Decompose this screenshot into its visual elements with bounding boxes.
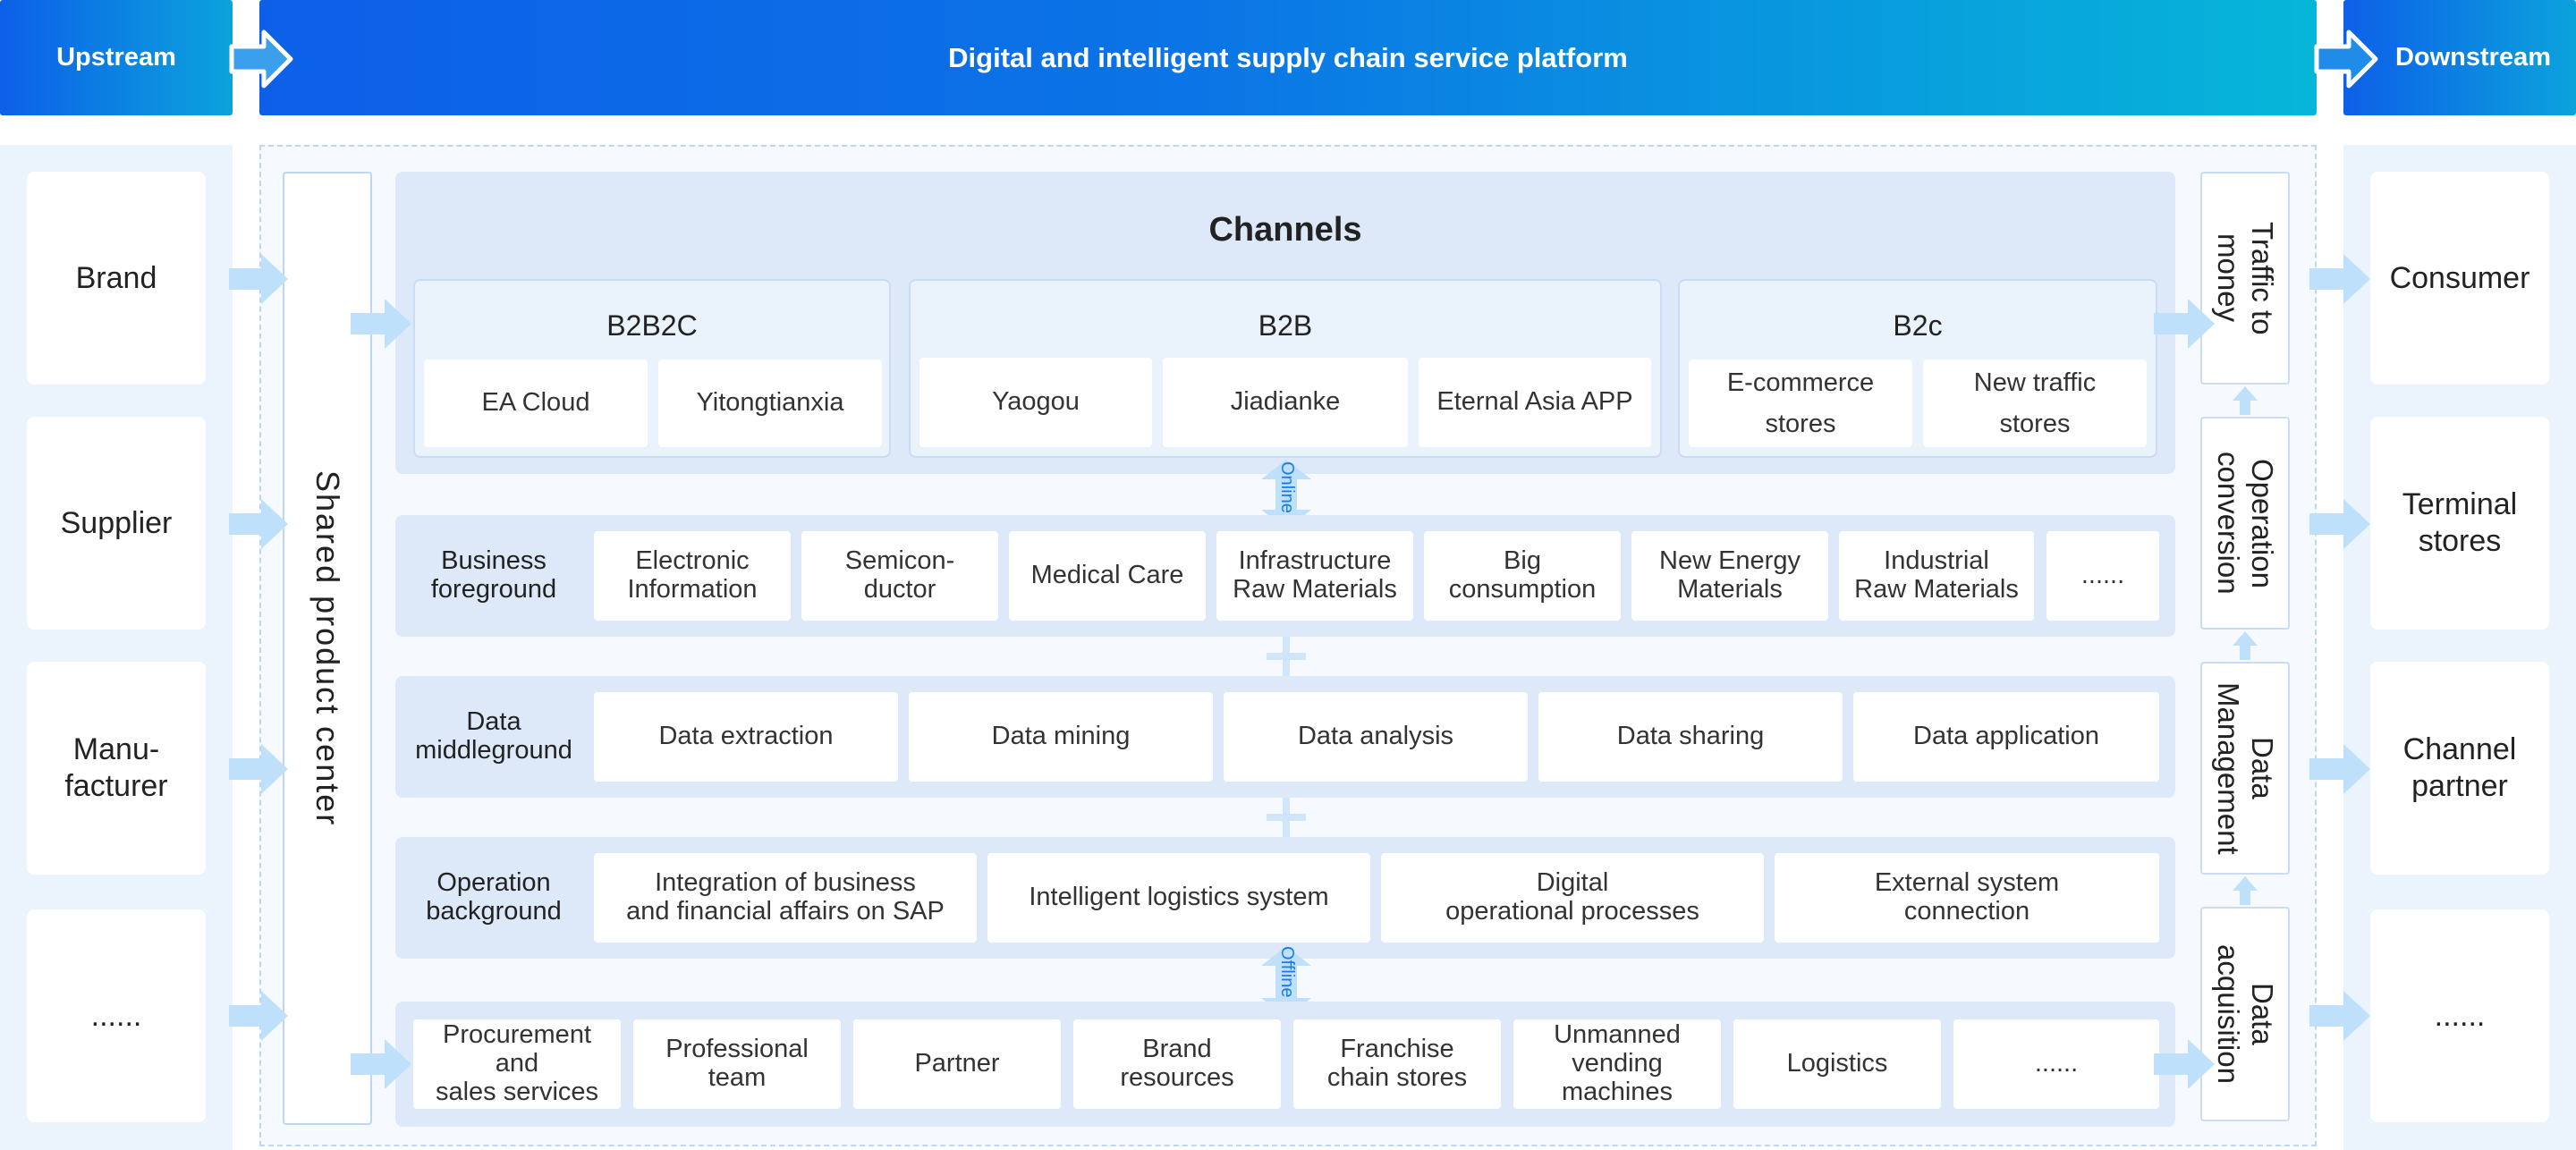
flow-data-acquisition: Data acquisition <box>2200 907 2290 1121</box>
right-arrow-icon <box>2154 1039 2215 1089</box>
flow-data-management: Data Management <box>2200 662 2290 875</box>
flow-label: Operation conversion <box>2212 452 2279 595</box>
right-arrow-icon <box>2309 744 2370 794</box>
channel-item: Eternal Asia APP <box>1419 358 1651 447</box>
shared-product-center: Shared product center <box>283 172 372 1125</box>
downstream-item: Channel partner <box>2370 662 2549 875</box>
channel-item: EA Cloud <box>424 359 648 447</box>
channel-group-title: B2c <box>1893 309 1943 342</box>
business-item: Medical Care <box>1009 531 1206 621</box>
operation-item: External system connection <box>1775 853 2159 943</box>
resource-item: ...... <box>1953 1019 2159 1109</box>
upstream-label: Upstream <box>56 43 176 72</box>
data-middleground-label: Data middleground <box>415 707 572 765</box>
downstream-item: Terminal stores <box>2370 417 2549 630</box>
upstream-item-label: Manu- facturer <box>64 732 168 803</box>
right-arrow-icon <box>351 1039 411 1089</box>
right-arrow-icon <box>229 254 288 304</box>
business-item: Big consumption <box>1424 531 1621 621</box>
plus-icon <box>1267 798 1306 837</box>
downstream-item: ...... <box>2370 909 2549 1122</box>
flow-label: Traffic to money <box>2212 221 2279 335</box>
flow-traffic-to-money: Traffic to money <box>2200 172 2290 385</box>
up-arrow-icon <box>2233 631 2258 660</box>
upstream-item-label: Brand <box>75 260 157 295</box>
platform-title: Digital and intelligent supply chain ser… <box>948 41 1628 73</box>
operation-background-label: Operation background <box>426 868 562 926</box>
channel-item: New traffic stores <box>1923 359 2147 447</box>
online-connector-arrow-icon <box>1261 460 1311 529</box>
downstream-item-label: ...... <box>2434 998 2486 1033</box>
operation-item: Integration of business and financial af… <box>594 853 977 943</box>
channels-title: Channels <box>1208 211 1362 249</box>
downstream-item-label: Terminal stores <box>2402 487 2518 558</box>
downstream-item-label: Consumer <box>2389 260 2530 295</box>
right-arrow-icon <box>229 991 288 1041</box>
channel-group-title: B2B2C <box>606 309 698 342</box>
online-label: Online <box>1277 461 1297 513</box>
business-item: New Energy Materials <box>1631 531 1828 621</box>
resource-item: Brand resources <box>1073 1019 1281 1109</box>
shared-product-center-label: Shared product center <box>309 469 346 827</box>
flow-label: Data acquisition <box>2212 944 2279 1084</box>
business-item: Industrial Raw Materials <box>1839 531 2034 621</box>
downstream-header: Downstream <box>2343 0 2576 115</box>
resource-item: Logistics <box>1733 1019 1941 1109</box>
right-arrow-icon <box>2309 499 2370 549</box>
right-arrow-icon <box>2309 254 2370 304</box>
right-arrow-icon <box>229 744 288 794</box>
downstream-label: Downstream <box>2394 43 2552 72</box>
upstream-item: Manu- facturer <box>27 662 206 875</box>
upstream-chevron-icon <box>229 30 293 89</box>
operation-item: Digital operational processes <box>1381 853 1764 943</box>
flow-label: Data Management <box>2212 681 2279 855</box>
up-arrow-icon <box>2233 876 2258 905</box>
data-item: Data application <box>1853 692 2159 782</box>
offline-label: Offline <box>1277 946 1297 998</box>
downstream-item: Consumer <box>2370 172 2549 385</box>
up-arrow-icon <box>2233 386 2258 415</box>
plus-icon <box>1267 637 1306 676</box>
right-arrow-icon <box>2309 991 2370 1041</box>
business-item: Semicon- ductor <box>801 531 998 621</box>
right-arrow-icon <box>351 299 411 349</box>
business-item: Infrastructure Raw Materials <box>1216 531 1413 621</box>
right-arrow-icon <box>2154 299 2215 349</box>
platform-header: Digital and intelligent supply chain ser… <box>259 0 2317 115</box>
resource-item: Professional team <box>633 1019 841 1109</box>
resource-item: Unmanned vending machines <box>1513 1019 1721 1109</box>
upstream-item: Brand <box>27 172 206 385</box>
downstream-chevron-icon <box>2314 30 2378 89</box>
upstream-item: ...... <box>27 909 206 1122</box>
right-arrow-icon <box>229 499 288 549</box>
business-foreground-label: Business foreground <box>430 546 557 604</box>
data-item: Data extraction <box>594 692 898 782</box>
channel-item: Yaogou <box>919 358 1152 447</box>
resource-item: Franchise chain stores <box>1293 1019 1501 1109</box>
data-item: Data mining <box>909 692 1213 782</box>
downstream-item-label: Channel partner <box>2402 732 2517 803</box>
upstream-item-label: Supplier <box>60 505 173 540</box>
channel-item: Yitongtianxia <box>658 359 882 447</box>
offline-connector-arrow-icon <box>1261 946 1311 1018</box>
flow-operation-conversion: Operation conversion <box>2200 417 2290 630</box>
channel-group-title: B2B <box>1258 309 1313 342</box>
channel-item: E-commerce stores <box>1689 359 1912 447</box>
upstream-header: Upstream <box>0 0 233 115</box>
business-item: ...... <box>2046 531 2159 621</box>
business-item: Electronic Information <box>594 531 791 621</box>
upstream-item: Supplier <box>27 417 206 630</box>
upstream-item-label: ...... <box>90 998 142 1033</box>
data-item: Data sharing <box>1538 692 1843 782</box>
resource-item: Procurement and sales services <box>413 1019 621 1109</box>
data-item: Data analysis <box>1224 692 1528 782</box>
resource-item: Partner <box>853 1019 1061 1109</box>
operation-item: Intelligent logistics system <box>987 853 1370 943</box>
channel-item: Jiadianke <box>1163 358 1408 447</box>
